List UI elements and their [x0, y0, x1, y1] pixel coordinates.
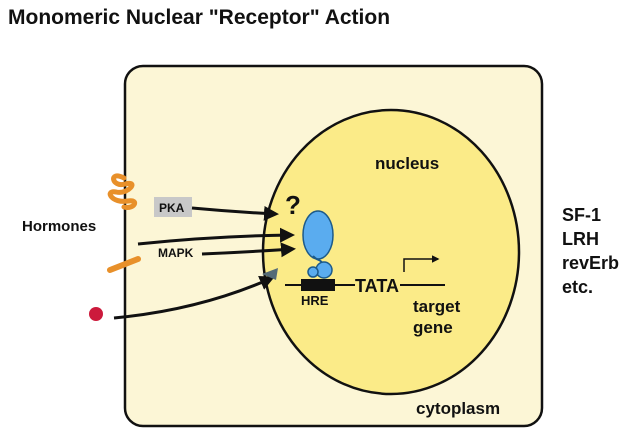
pka-arrow	[191, 205, 279, 221]
hre-label: HRE	[301, 293, 329, 308]
receptor-examples-list: SF-1 LRH revErb etc.	[562, 203, 619, 299]
receptor-example: revErb	[562, 253, 620, 273]
hormones-label: Hormones	[22, 218, 96, 235]
question-mark: ?	[285, 190, 301, 220]
page-title: Monomeric Nuclear "Receptor" Action	[8, 6, 391, 29]
mapk-arrow-2	[201, 242, 296, 258]
tata-label: TATA	[355, 276, 399, 296]
growth-factor-icon	[107, 256, 141, 273]
nucleus-label: nucleus	[375, 154, 439, 173]
mapk-label: MAPK	[158, 246, 194, 260]
receptor-example: etc.	[562, 277, 594, 297]
mapk-arrow-1	[137, 227, 295, 246]
receptor-example: SF-1	[562, 205, 602, 225]
hre-element	[301, 279, 335, 291]
receptor-example: LRH	[562, 229, 599, 249]
cytoplasm-label: cytoplasm	[416, 399, 500, 418]
ligand-arrow	[113, 276, 275, 320]
target-gene-label-line1: target	[413, 297, 461, 316]
pka-label: PKA	[159, 201, 185, 215]
transcription-start-arrow	[403, 255, 440, 272]
pka-box	[154, 197, 192, 217]
peptide-hormone-icon	[107, 173, 138, 210]
ligand-entry-marker	[262, 268, 278, 280]
small-ligand-icon	[89, 307, 103, 321]
nucleus	[261, 108, 521, 396]
receptor-icon	[302, 210, 334, 279]
target-gene-label-line2: gene	[413, 318, 453, 337]
